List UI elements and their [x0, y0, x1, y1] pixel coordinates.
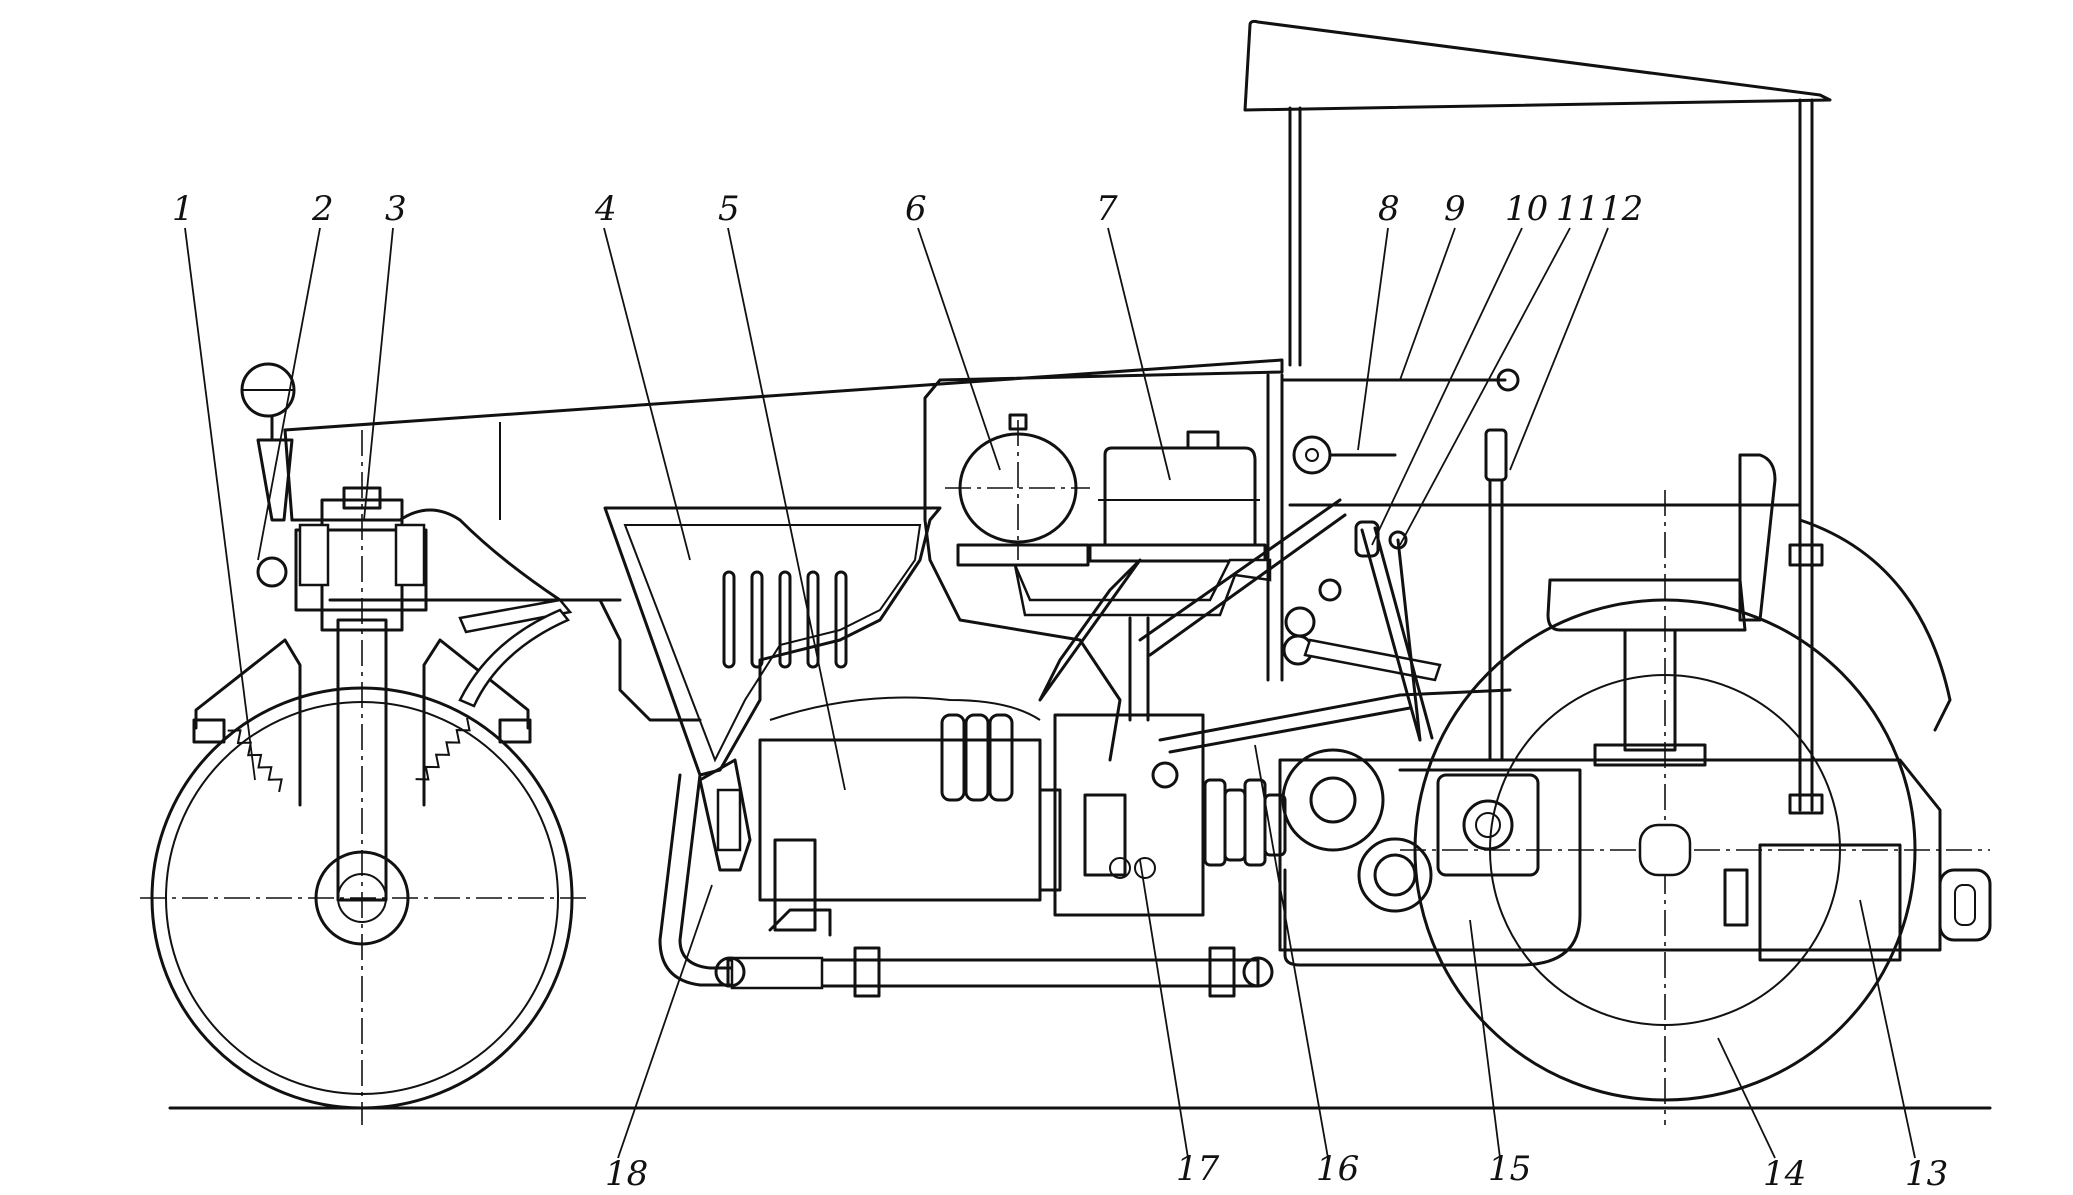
- front-roller: [140, 430, 590, 1125]
- coolant-pipe-inner: [678, 773, 752, 970]
- engine-block: [758, 738, 1042, 902]
- callout-11: 11: [1556, 189, 1599, 229]
- callout-14: 14: [1763, 1154, 1806, 1190]
- clutch-pulleys: [1203, 778, 1287, 867]
- callout-4: 4: [594, 189, 617, 229]
- callout-17: 17: [1176, 1149, 1220, 1189]
- callout-6: 6: [905, 189, 927, 229]
- callout-15: 15: [1488, 1149, 1531, 1189]
- hood-vents: [722, 570, 848, 669]
- cab-canopy: [1243, 19, 1832, 815]
- rear-axle: [1638, 823, 1692, 877]
- counterweight: [1758, 843, 1902, 962]
- leader-lines: [184, 227, 1916, 1159]
- radiator-core: [716, 788, 742, 852]
- rear-bolt: [1723, 868, 1749, 927]
- hood-lower-curve: [290, 508, 622, 602]
- control-levers: [1354, 428, 1508, 762]
- rear-cowl: [1798, 518, 1952, 732]
- steering-hose: [458, 608, 570, 708]
- fuel-hose: [1013, 558, 1272, 617]
- reverse-mechanism: [1281, 748, 1540, 913]
- hydraulic-tank: [1088, 430, 1267, 563]
- callout-12: 12: [1600, 189, 1643, 229]
- hood-outline: [283, 358, 1284, 762]
- hood-front-edge: [283, 428, 294, 522]
- tank-strut: [1038, 558, 1142, 702]
- callout-3: 3: [385, 189, 407, 229]
- front-spring-right: [415, 717, 471, 781]
- front-hose: [458, 598, 573, 634]
- operator-seat: [1546, 453, 1777, 767]
- engine-mount: [773, 838, 817, 932]
- shift-rod-end: [1151, 761, 1179, 789]
- callout-labels: 1 2 3 4 5 6 7 8 9 10 11 12 13 14 15 16 1…: [172, 189, 1948, 1194]
- control-rod-hatched: [1303, 638, 1442, 682]
- callout-18: 18: [605, 1154, 648, 1190]
- shift-rod-16: [1158, 693, 1402, 742]
- drive-shaft: [714, 946, 1274, 998]
- rear-tow-hook: [1938, 868, 1992, 942]
- callout-9: 9: [1444, 189, 1466, 229]
- engine-foot: [768, 908, 832, 937]
- callout-10: 10: [1505, 189, 1548, 229]
- rear-frame: [1278, 758, 1942, 952]
- radiator: [698, 758, 752, 872]
- control-column: [1138, 368, 1520, 682]
- fuel-filters: [940, 713, 1014, 802]
- callout-1: 1: [172, 189, 194, 229]
- front-pivot: [256, 556, 288, 588]
- shift-link: [1398, 688, 1512, 697]
- front-spring-left: [227, 729, 283, 793]
- callout-13: 13: [1905, 1154, 1948, 1190]
- shift-rod-16-lower: [1168, 706, 1412, 754]
- callout-7: 7: [1096, 189, 1118, 229]
- final-drive-housing: [1283, 768, 1582, 967]
- gearbox: [1038, 713, 1205, 917]
- callout-2: 2: [311, 189, 334, 229]
- engine-hood: [603, 506, 942, 777]
- coolant-pipe: [658, 773, 752, 987]
- headlight: [240, 362, 296, 440]
- callout-5: 5: [718, 189, 740, 229]
- fuel-tank: [945, 413, 1090, 567]
- engine-hood-inner: [623, 524, 922, 763]
- callout-8: 8: [1378, 189, 1400, 229]
- engine-top-curve: [769, 696, 1041, 721]
- callout-16: 16: [1316, 1149, 1359, 1189]
- front-fork: [192, 486, 532, 902]
